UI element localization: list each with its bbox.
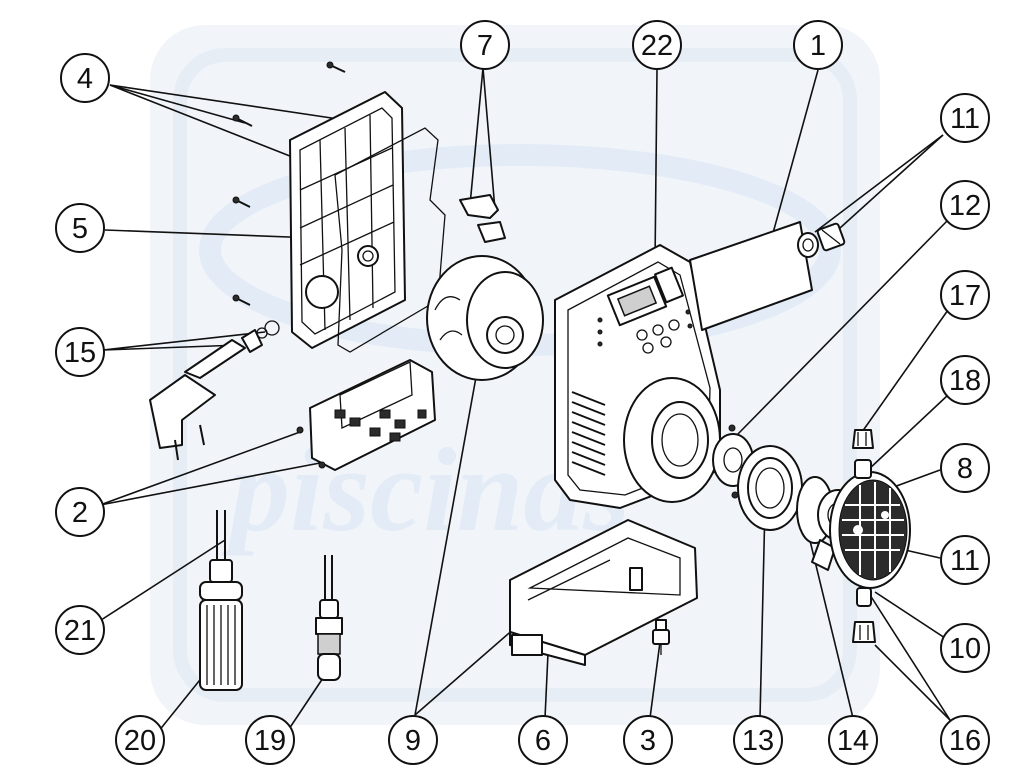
callout-circle xyxy=(940,535,990,585)
callout-number: 11 xyxy=(950,103,980,135)
callout-number: 13 xyxy=(742,725,774,757)
callout-circle xyxy=(940,270,990,320)
callout-10: 10 xyxy=(940,623,990,673)
callout-number: 22 xyxy=(641,30,673,62)
foot-filter xyxy=(199,510,243,691)
callout-circle xyxy=(940,180,990,230)
callout-number: 11 xyxy=(950,545,980,577)
front-cover-frame xyxy=(289,91,406,349)
callout-16: 16 xyxy=(940,715,990,765)
callout-15: 15 xyxy=(55,327,105,377)
callout-17: 17 xyxy=(940,270,990,320)
callout-circle xyxy=(632,20,682,70)
callout-9: 9 xyxy=(388,715,438,765)
callout-number: 18 xyxy=(949,365,981,397)
clips xyxy=(459,194,506,243)
watermark-frame xyxy=(173,48,857,702)
callout-number: 12 xyxy=(949,190,981,222)
injection-valve xyxy=(315,555,343,681)
callout-number: 3 xyxy=(640,725,656,757)
callout-2: 2 xyxy=(55,487,105,537)
callout-11-top: 11 xyxy=(940,93,990,143)
callout-7: 7 xyxy=(460,20,510,70)
callout-number: 4 xyxy=(77,63,93,95)
callout-circle xyxy=(115,715,165,765)
callout-14: 14 xyxy=(828,715,878,765)
callout-3: 3 xyxy=(623,715,673,765)
cover-screws xyxy=(232,61,346,306)
callout-number: 8 xyxy=(957,453,973,485)
callout-number: 9 xyxy=(405,725,421,757)
pump-head xyxy=(811,429,911,643)
callout-1: 1 xyxy=(793,20,843,70)
callout-circle xyxy=(388,715,438,765)
callout-number: 5 xyxy=(72,213,88,245)
diaphragm xyxy=(737,445,803,531)
callout-21: 21 xyxy=(55,605,105,655)
callout-circle xyxy=(733,715,783,765)
callout-circle xyxy=(940,443,990,493)
callout-number: 17 xyxy=(949,280,981,312)
cover-gasket xyxy=(334,127,446,353)
callouts: 1 2 3 4 5 6 7 8 9 10 11 11 12 13 14 15 1… xyxy=(55,20,990,765)
callout-11-bottom: 11 xyxy=(940,535,990,585)
callout-circle xyxy=(55,327,105,377)
callout-number: 1 xyxy=(810,30,826,62)
label-panel xyxy=(689,221,813,331)
callout-circle xyxy=(940,355,990,405)
callout-number: 2 xyxy=(72,497,88,529)
callout-4: 4 xyxy=(60,53,110,103)
callout-circle xyxy=(828,715,878,765)
callout-circle xyxy=(940,623,990,673)
main-housing xyxy=(554,244,721,509)
callout-number: 15 xyxy=(64,337,96,369)
callout-18: 18 xyxy=(940,355,990,405)
callout-number: 21 xyxy=(64,615,96,647)
callout-19: 19 xyxy=(245,715,295,765)
motor-drum xyxy=(426,255,544,381)
leader-lines xyxy=(97,67,951,733)
top-fittings xyxy=(797,222,846,258)
callout-number: 19 xyxy=(254,725,286,757)
callout-circle xyxy=(55,203,105,253)
callout-13: 13 xyxy=(733,715,783,765)
callout-8: 8 xyxy=(940,443,990,493)
callout-circle xyxy=(245,715,295,765)
callout-circle xyxy=(60,53,110,103)
callout-number: 14 xyxy=(837,725,869,757)
callout-number: 20 xyxy=(124,725,156,757)
callout-circle xyxy=(793,20,843,70)
small-fitting xyxy=(652,619,670,655)
callout-circle xyxy=(460,20,510,70)
callout-circle xyxy=(623,715,673,765)
callout-6: 6 xyxy=(518,715,568,765)
callout-22: 22 xyxy=(632,20,682,70)
callout-5: 5 xyxy=(55,203,105,253)
callout-12: 12 xyxy=(940,180,990,230)
callout-number: 10 xyxy=(949,633,981,665)
cooling-fins xyxy=(571,391,606,476)
callout-circle xyxy=(55,487,105,537)
circuit-board xyxy=(296,359,436,471)
mounting-bracket xyxy=(509,519,698,666)
callout-circle xyxy=(55,605,105,655)
callout-20: 20 xyxy=(115,715,165,765)
callout-circle xyxy=(940,715,990,765)
power-cable xyxy=(149,320,280,461)
callout-circle xyxy=(940,93,990,143)
callout-number: 16 xyxy=(949,725,981,757)
callout-number: 6 xyxy=(535,725,551,757)
callout-circle xyxy=(518,715,568,765)
callout-number: 7 xyxy=(477,30,493,62)
